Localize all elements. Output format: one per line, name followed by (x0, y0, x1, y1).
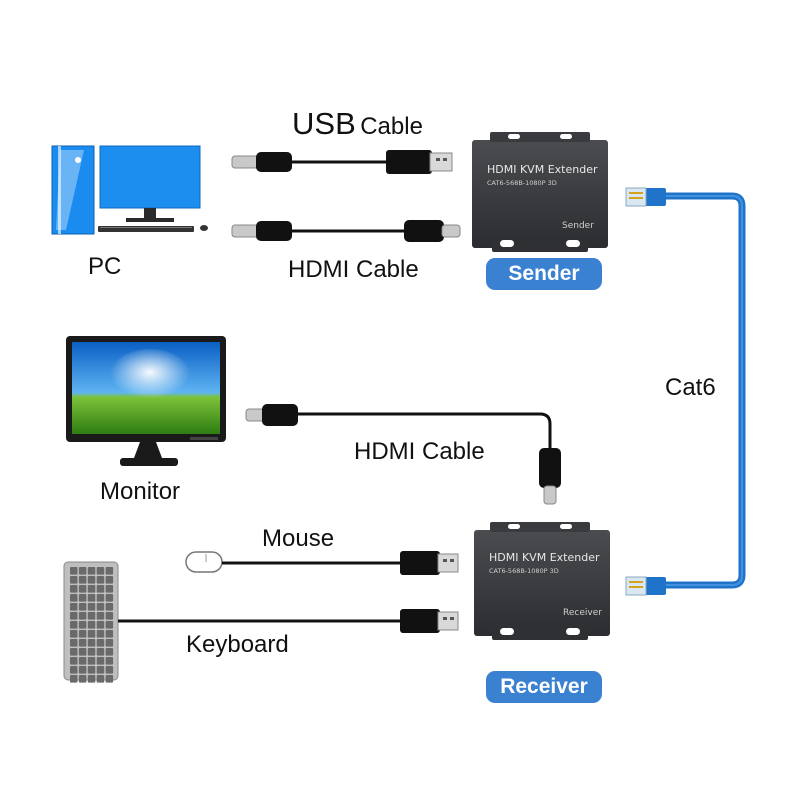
keyboard-key (87, 621, 96, 629)
keyboard-key (70, 666, 78, 674)
sender-device-model: CAT6-568B-1080P 3D (487, 179, 557, 187)
keyboard-key (70, 576, 78, 584)
keyboard-key (87, 675, 96, 683)
mouse-label: Mouse (262, 525, 335, 552)
keyboard-key (96, 594, 105, 602)
keyboard-key (105, 666, 114, 674)
keyboard-key (70, 612, 78, 620)
sender-device (472, 132, 608, 252)
keyboard-key (87, 567, 96, 575)
keyboard-key (87, 603, 96, 611)
usb-cable-label: USB Cable (292, 108, 423, 139)
keyboard-key (87, 639, 96, 647)
keyboard-key (78, 603, 87, 611)
keyboard-label: Keyboard (186, 631, 289, 658)
keyboard-key (105, 585, 114, 593)
keyboard-key (96, 585, 105, 593)
hdmi-cable-pc (231, 220, 461, 242)
pc-icon (51, 145, 208, 235)
keyboard-key (105, 603, 114, 611)
keyboard-key (105, 648, 114, 656)
hdmi-cable-top-label: HDMI Cable (288, 256, 419, 283)
keyboard-icon (63, 561, 119, 683)
keyboard-key (70, 585, 78, 593)
keyboard-key (70, 594, 78, 602)
cat6-label: Cat6 (665, 374, 716, 401)
sender-device-role: Sender (562, 221, 594, 231)
receiver-device-title: HDMI KVM Extender (489, 551, 600, 564)
mouse-icon (185, 551, 223, 573)
keyboard-key (87, 666, 96, 674)
keyboard-key (87, 648, 96, 656)
keyboard-key (96, 639, 105, 647)
keyboard-key (96, 576, 105, 584)
usb-cable-label-cable: Cable (360, 113, 423, 140)
keyboard-key (105, 675, 114, 683)
keyboard-key (96, 567, 105, 575)
keyboard-key (70, 621, 78, 629)
keyboard-key (87, 594, 96, 602)
pc-label: PC (88, 253, 122, 280)
keyboard-key (78, 585, 87, 593)
keyboard-key (96, 612, 105, 620)
receiver-device-role: Receiver (563, 608, 602, 618)
keyboard-key (70, 657, 78, 665)
keyboard-key (78, 594, 87, 602)
sender-badge: Sender (486, 258, 602, 290)
keyboard-key (105, 630, 114, 638)
keyboard-key (105, 594, 114, 602)
keyboard-key (96, 657, 105, 665)
keyboard-key (105, 576, 114, 584)
keyboard-key (96, 621, 105, 629)
keyboard-key (105, 657, 114, 665)
keyboard-key (78, 567, 87, 575)
keyboard-key (105, 621, 114, 629)
keyboard-key (70, 603, 78, 611)
hdmi-cable-monitor (245, 404, 561, 505)
keyboard-key (96, 666, 105, 674)
keyboard-key (78, 657, 87, 665)
keyboard-key (78, 648, 87, 656)
keyboard-key (70, 639, 78, 647)
keyboard-cable (118, 609, 459, 633)
mouse-cable (222, 551, 459, 575)
keyboard-key (78, 639, 87, 647)
usb-cable-label-usb: USB (292, 106, 356, 141)
keyboard-key (70, 630, 78, 638)
keyboard-key (105, 612, 114, 620)
keyboard-key (87, 630, 96, 638)
keyboard-key (78, 576, 87, 584)
keyboard-key (78, 666, 87, 674)
monitor-icon (66, 336, 226, 466)
keyboard-key (78, 612, 87, 620)
keyboard-key (78, 621, 87, 629)
keyboard-key (78, 675, 87, 683)
receiver-badge: Receiver (486, 671, 602, 703)
keyboard-key (96, 675, 105, 683)
receiver-device-model: CAT6-568B-1080P 3D (489, 567, 559, 575)
keyboard-key (105, 639, 114, 647)
keyboard-key (105, 567, 114, 575)
keyboard-key (87, 612, 96, 620)
keyboard-key (87, 585, 96, 593)
hdmi-cable-monitor-label: HDMI Cable (354, 438, 485, 465)
keyboard-key (78, 630, 87, 638)
keyboard-key (70, 675, 78, 683)
sender-device-title: HDMI KVM Extender (487, 163, 598, 176)
usb-cable (231, 150, 453, 174)
monitor-label: Monitor (100, 478, 181, 505)
keyboard-key (96, 603, 105, 611)
keyboard-key (70, 648, 78, 656)
receiver-device (474, 522, 610, 640)
cat6-cable (625, 187, 746, 596)
keyboard-key (87, 576, 96, 584)
keyboard-key (70, 567, 78, 575)
keyboard-key (96, 648, 105, 656)
keyboard-key (87, 657, 96, 665)
keyboard-key (96, 630, 105, 638)
